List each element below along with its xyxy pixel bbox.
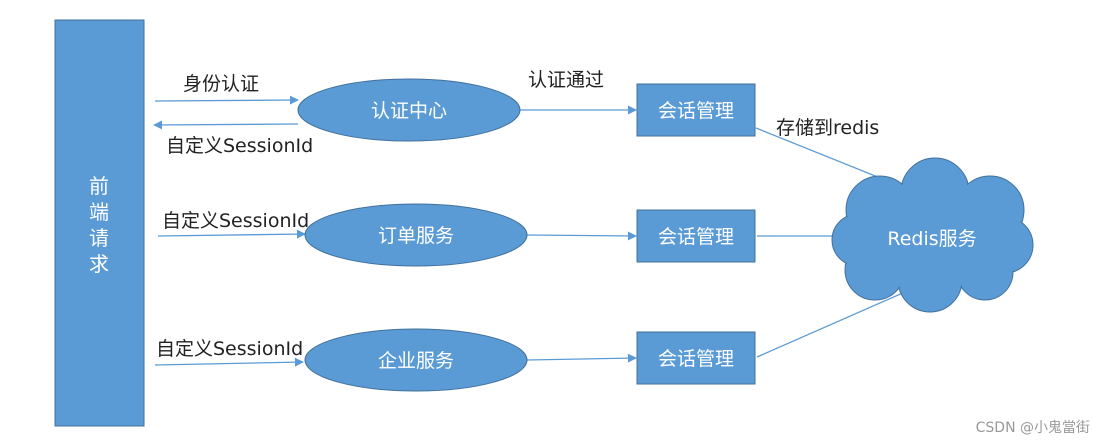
session-management-box-2: 会话管理 [636, 209, 756, 263]
frontend-char-3: 请 [89, 226, 109, 250]
label-store-to-redis: 存储到redis [776, 117, 879, 139]
arrow-enterprise-request [154, 357, 304, 367]
auth-center-node: 认证中心 [297, 78, 521, 142]
session-management-label-2: 会话管理 [658, 226, 734, 248]
label-custom-session-enterprise: 自定义SessionId [156, 338, 303, 360]
line-session3-redis [756, 291, 906, 358]
arrow-identity-auth [154, 95, 299, 105]
order-service-node: 订单服务 [304, 203, 528, 267]
label-custom-session-return: 自定义SessionId [166, 135, 313, 157]
label-auth-passed: 认证通过 [528, 69, 604, 91]
frontend-request-box: 前 端 请 求 [54, 19, 145, 427]
arrow-session-return [153, 120, 299, 130]
connectors [153, 95, 911, 367]
redis-service-label: Redis服务 [887, 228, 976, 250]
redis-cloud-node: Redis服务 [831, 157, 1034, 313]
session-management-box-1: 会话管理 [636, 83, 756, 137]
auth-center-label: 认证中心 [371, 100, 447, 122]
enterprise-service-label: 企业服务 [378, 350, 454, 372]
label-custom-session-order: 自定义SessionId [162, 210, 309, 232]
session-management-box-3: 会话管理 [636, 331, 756, 385]
arrow-order-session [526, 231, 637, 241]
session-management-label-1: 会话管理 [658, 100, 734, 122]
arrow-enterprise-session [526, 353, 637, 363]
label-identity-auth: 身份认证 [183, 73, 259, 95]
order-service-label: 订单服务 [378, 225, 454, 247]
frontend-char-1: 前 [89, 174, 109, 198]
enterprise-service-node: 企业服务 [304, 328, 528, 392]
arrow-order-request [157, 229, 306, 239]
watermark: CSDN @小鬼當街 [976, 420, 1090, 436]
frontend-char-2: 端 [89, 200, 109, 224]
frontend-char-4: 求 [89, 252, 109, 276]
session-management-label-3: 会话管理 [658, 348, 734, 370]
